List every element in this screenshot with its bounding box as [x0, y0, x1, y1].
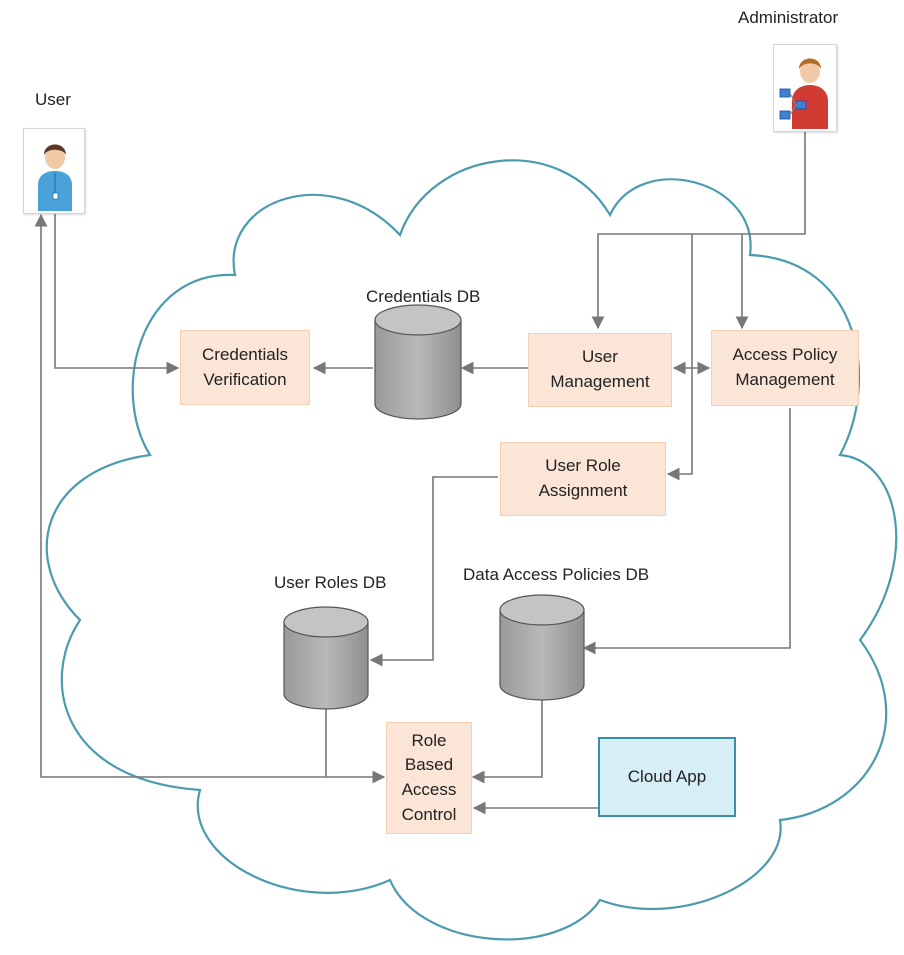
access-policy-management-box: Access Policy Management — [711, 330, 859, 406]
rbac-to-user-loop-arrow — [34, 213, 386, 784]
cloud-boundary — [45, 159, 898, 941]
connectors — [34, 132, 806, 815]
data-policies-db-to-rbac-arrow — [471, 700, 543, 784]
user-actor-label: User — [35, 90, 71, 109]
user-roles-db-cylinder — [283, 606, 369, 710]
role-based-access-control-box: Role Based Access Control — [386, 722, 472, 834]
credentials-db-cylinder — [374, 304, 462, 420]
administrator-feed-line — [591, 132, 806, 330]
data-access-policies-db-label: Data Access Policies DB — [463, 565, 650, 584]
role-assignment-to-user-roles-db-arrow — [369, 476, 498, 667]
credentials-verification-box: Credentials Verification — [180, 330, 310, 405]
data-access-policies-db-cylinder — [499, 594, 585, 701]
user-role-assignment-box: User Role Assignment — [500, 442, 666, 516]
credentials-db-label: Credentials DB — [366, 287, 481, 306]
user-to-credentials-verification-arrow — [54, 213, 180, 375]
user-roles-db-label: User Roles DB — [274, 573, 387, 592]
cloud-app-box: Cloud App — [598, 737, 736, 817]
administrator-person-icon — [773, 44, 837, 132]
user-person-icon — [23, 128, 85, 214]
user-management-box: User Management — [528, 333, 672, 407]
access-policy-to-data-policies-db-arrow — [582, 408, 791, 655]
administrator-to-role-assignment-arrow — [666, 234, 693, 481]
administrator-actor-label: Administrator — [738, 8, 839, 27]
